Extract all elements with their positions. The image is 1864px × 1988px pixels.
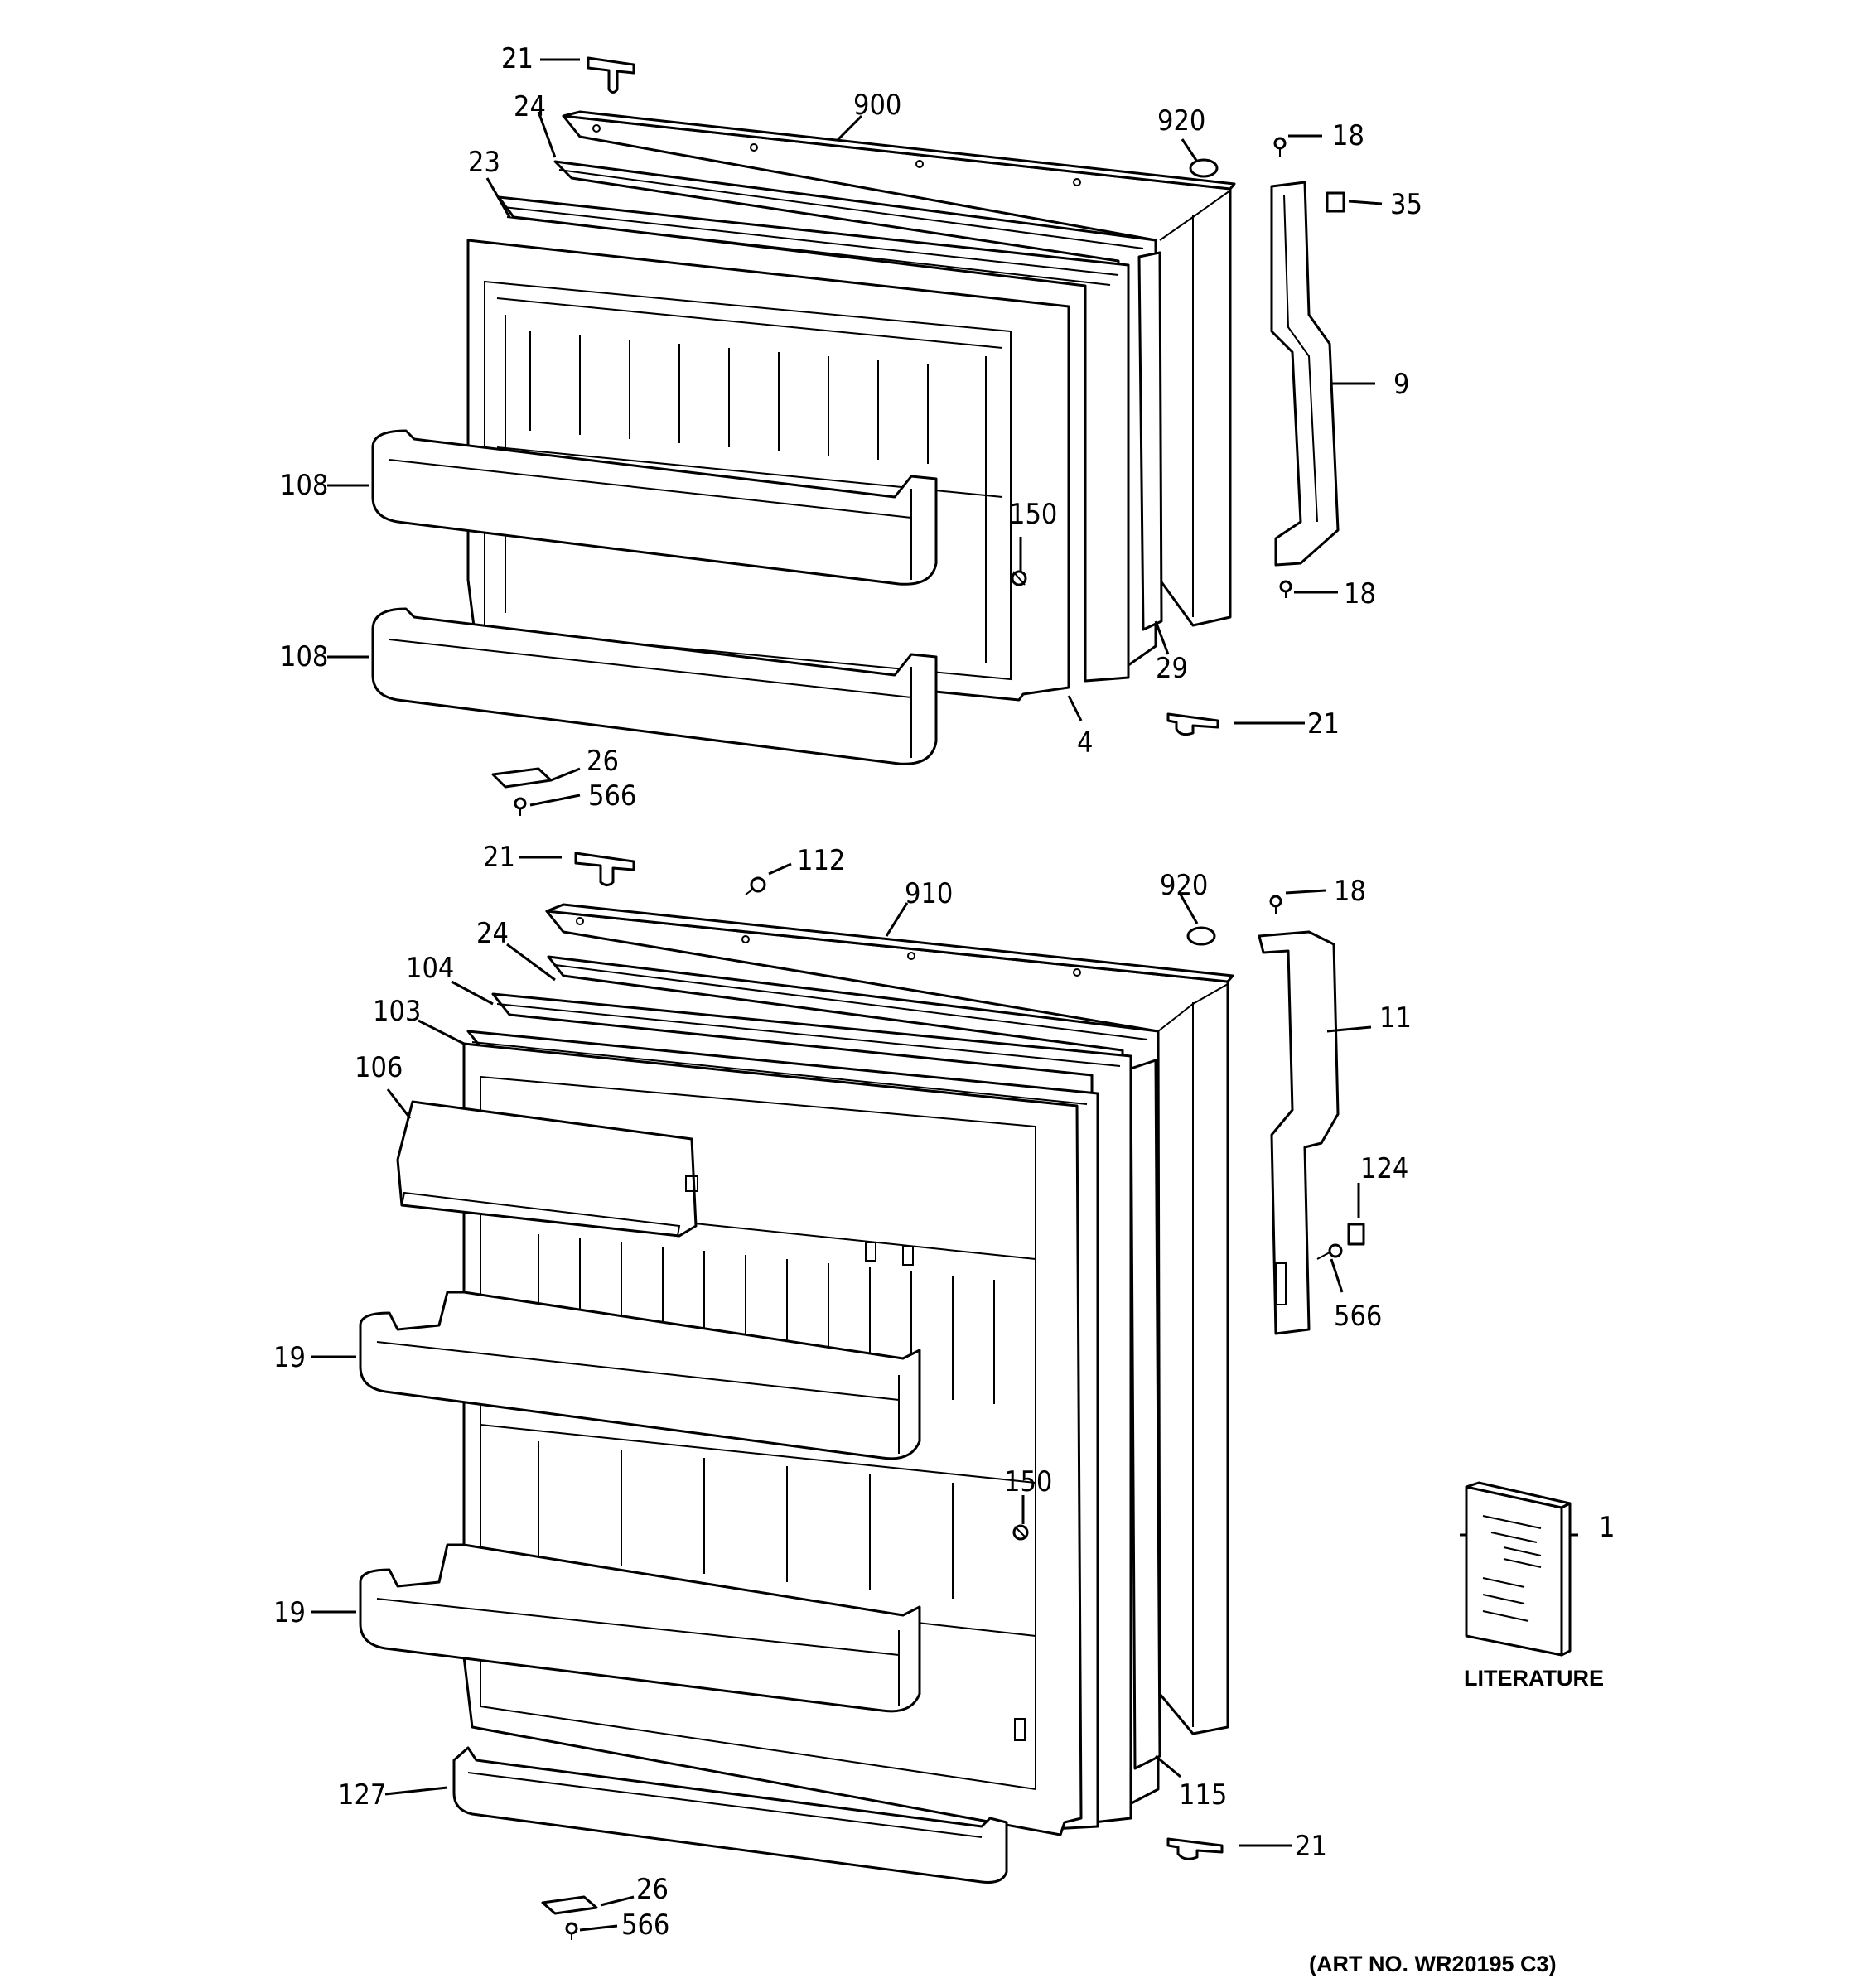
- fresh-food-door-assembly: 21 112 910 920 18 24 104 103 106 11 124 …: [273, 841, 1615, 1942]
- art-number: (ART NO. WR20195 C3): [1309, 1952, 1557, 1976]
- screw-18-lower-door: [1269, 895, 1282, 914]
- door-shelf-108-lower: [371, 607, 938, 765]
- outer-door-panel-900: [562, 110, 1236, 627]
- clip-124: [1347, 1223, 1365, 1246]
- hinge-pin-21-top: [587, 56, 635, 94]
- label-104: 104: [406, 952, 454, 985]
- clip-35: [1326, 191, 1345, 213]
- label-920: 920: [1157, 104, 1205, 138]
- label-18: 18: [1334, 875, 1366, 908]
- label-35: 35: [1390, 188, 1422, 221]
- label-29: 29: [1156, 652, 1188, 685]
- screw-18-lower: [1279, 580, 1292, 598]
- dairy-compartment-106: [396, 1100, 698, 1238]
- label-124: 124: [1360, 1152, 1408, 1185]
- screw-112: [745, 876, 766, 895]
- label-566: 566: [1334, 1300, 1382, 1333]
- label-18: 18: [1344, 577, 1376, 610]
- door-handle-9: [1270, 181, 1340, 567]
- outer-door-panel-910: [545, 903, 1234, 1735]
- literature-text-lines: [1482, 1515, 1542, 1622]
- screw-150-top: [1011, 570, 1027, 586]
- label-115: 115: [1179, 1778, 1227, 1812]
- hinge-plate-26-top: [491, 767, 553, 789]
- label-26: 26: [587, 745, 619, 778]
- label-108: 108: [280, 469, 328, 502]
- label-112: 112: [797, 844, 845, 877]
- door-shelf-108-upper: [371, 429, 938, 586]
- label-11: 11: [1379, 1001, 1412, 1035]
- label-24: 24: [514, 90, 546, 123]
- door-liner-gasket-23: [497, 195, 1130, 683]
- plug-920-lower: [1186, 926, 1216, 946]
- label-910: 910: [905, 877, 953, 910]
- label-21: 21: [1295, 1830, 1327, 1863]
- door-handle-11: [1258, 930, 1340, 1335]
- label-18: 18: [1332, 119, 1364, 152]
- label-566: 566: [621, 1908, 669, 1942]
- bottom-shelf-127: [452, 1746, 1008, 1884]
- label-150: 150: [1009, 498, 1057, 531]
- label-1: 1: [1599, 1511, 1615, 1544]
- plug-920-top: [1189, 158, 1219, 178]
- label-24: 24: [476, 917, 509, 950]
- label-920: 920: [1160, 869, 1208, 902]
- label-21: 21: [501, 42, 534, 75]
- label-21: 21: [483, 841, 515, 874]
- label-23: 23: [468, 146, 500, 179]
- label-4: 4: [1077, 726, 1093, 760]
- screw-566-handle: [1316, 1243, 1343, 1260]
- hinge-pin-21-lower-bottom: [1166, 1837, 1224, 1860]
- hinge-pin-21-mid: [1166, 712, 1219, 736]
- literature-booklet: LITERATURE: [1464, 1481, 1604, 1691]
- label-127: 127: [338, 1778, 386, 1812]
- label-26: 26: [636, 1873, 669, 1906]
- label-108: 108: [280, 640, 328, 673]
- literature-label: LITERATURE: [1464, 1666, 1604, 1691]
- screw-18-top: [1273, 137, 1287, 157]
- label-19: 19: [273, 1341, 306, 1374]
- screw-566-lower: [565, 1922, 578, 1940]
- label-9: 9: [1393, 368, 1409, 401]
- freezer-door-assembly: 21 24 900 23 920 18 35 9 108 108 150 18 …: [280, 42, 1422, 816]
- label-106: 106: [355, 1051, 403, 1084]
- label-900: 900: [853, 89, 901, 122]
- screw-566-top: [514, 797, 527, 816]
- hinge-plate-26-lower: [541, 1895, 598, 1915]
- gasket-strip-115: [1129, 1059, 1161, 1770]
- screw-150-lower: [1012, 1524, 1029, 1541]
- door-shelf-19-upper: [359, 1291, 921, 1460]
- label-150: 150: [1004, 1465, 1052, 1498]
- label-21: 21: [1307, 707, 1340, 741]
- label-19: 19: [273, 1596, 306, 1629]
- label-103: 103: [373, 995, 421, 1028]
- gasket-strip-29: [1137, 251, 1163, 631]
- label-566: 566: [588, 779, 636, 813]
- door-shelf-19-lower: [359, 1543, 921, 1713]
- hinge-pin-21-lower-top: [574, 852, 635, 886]
